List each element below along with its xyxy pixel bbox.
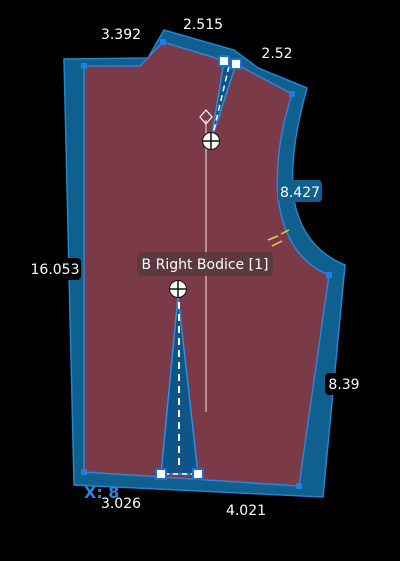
corner-points[interactable] <box>81 39 332 489</box>
shoulder-dart-handle-right[interactable] <box>230 58 242 70</box>
waist-dart-handle-right[interactable] <box>192 468 204 480</box>
point-bottom-right <box>296 483 302 489</box>
shoulder-dart-centerline <box>212 65 230 135</box>
armhole-label-bg <box>278 180 322 202</box>
left-side-label-bg <box>29 258 81 280</box>
waist-dart-apex-handle[interactable] <box>169 280 187 298</box>
piece-name-text: B Right Bodice [1] <box>142 257 269 273</box>
measurement-bottom-right: 4.021 <box>226 503 266 519</box>
measurement-top-left: 3.392 <box>101 27 141 43</box>
measurement-left-side: 16.053 <box>31 262 80 278</box>
armhole-notches <box>267 229 290 247</box>
point-neck <box>160 39 166 45</box>
point-bottom-left <box>81 469 87 475</box>
point-shoulder <box>289 91 295 97</box>
shoulder-dart-apex-handle[interactable] <box>202 132 220 150</box>
waist-dart-handle-left[interactable] <box>155 468 167 480</box>
measurement-top-right: 2.52 <box>261 46 292 62</box>
measurement-right-side: 8.39 <box>328 377 359 393</box>
piece-name-label[interactable]: B Right Bodice [1] <box>137 252 273 276</box>
measurement-bottom-left: 3.026 <box>101 496 141 512</box>
point-underarm <box>326 272 332 278</box>
measurement-top-mid: 2.515 <box>183 17 223 33</box>
right-side-label-bg <box>325 373 363 395</box>
measurement-armhole: 8.427 <box>280 185 320 201</box>
grain-line-diamond[interactable] <box>199 109 213 125</box>
point-top-left <box>81 63 87 69</box>
waist-dart[interactable] <box>160 295 199 475</box>
shoulder-dart-handle-left[interactable] <box>218 55 230 67</box>
cursor-coordinate-readout: X: 8 <box>84 483 119 502</box>
